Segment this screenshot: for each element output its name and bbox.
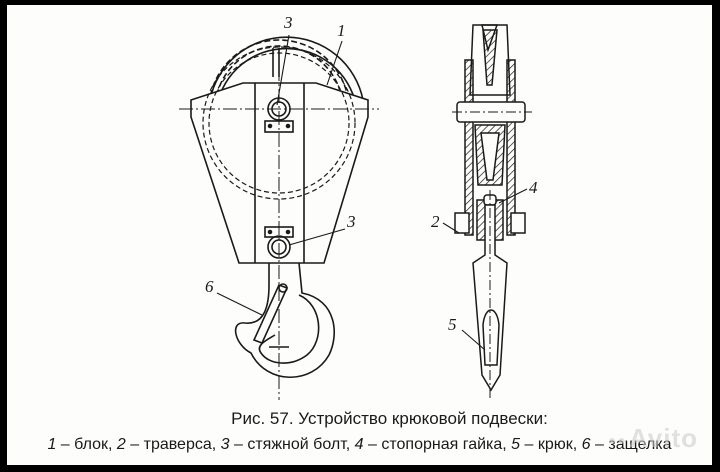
callout-3-upper: 3 — [284, 13, 293, 32]
lower-bolt — [264, 226, 294, 259]
legend-num-5: 5 — [511, 436, 521, 453]
callout-6: 6 — [205, 277, 214, 296]
hook — [234, 262, 335, 378]
callout-4: 4 — [529, 178, 538, 197]
legend-text-5: крюк — [537, 436, 573, 453]
side-view — [442, 24, 532, 400]
figure-caption-title: Рис. 57. Устройство крюковой подвески: — [231, 409, 548, 428]
legend-text-1: блок — [74, 436, 109, 453]
legend-text-4: стопорная гайка — [381, 436, 503, 453]
callout-5: 5 — [448, 315, 457, 334]
callout-1: 1 — [337, 21, 346, 40]
legend-num-6: 6 — [581, 436, 591, 453]
avito-watermark: ●●Avito — [608, 423, 698, 453]
legend-text-2: траверса — [143, 436, 212, 453]
legend-text-6: защелка — [608, 436, 672, 453]
latch — [252, 283, 289, 345]
figure-legend: 1 – блок, 2 – траверса, 3 – стяжной болт… — [47, 436, 672, 453]
legend-num-3: 3 — [220, 436, 230, 453]
front-view — [179, 34, 379, 400]
avito-dots-icon: ●● — [608, 432, 627, 449]
legend-num-2: 2 — [116, 436, 126, 453]
legend-num-1: 1 — [47, 436, 57, 453]
hook-block-drawing — [179, 24, 532, 400]
legend-num-4: 4 — [354, 436, 364, 453]
upper-bolt — [264, 97, 294, 133]
callout-3-lower: 3 — [347, 212, 356, 231]
legend-text-3: стяжной болт — [247, 436, 346, 453]
hook-side — [472, 204, 508, 392]
callout-2: 2 — [431, 212, 440, 231]
figure-frame: 3 1 3 6 4 2 5 Рис. 57. Устройство крюков… — [7, 5, 712, 465]
